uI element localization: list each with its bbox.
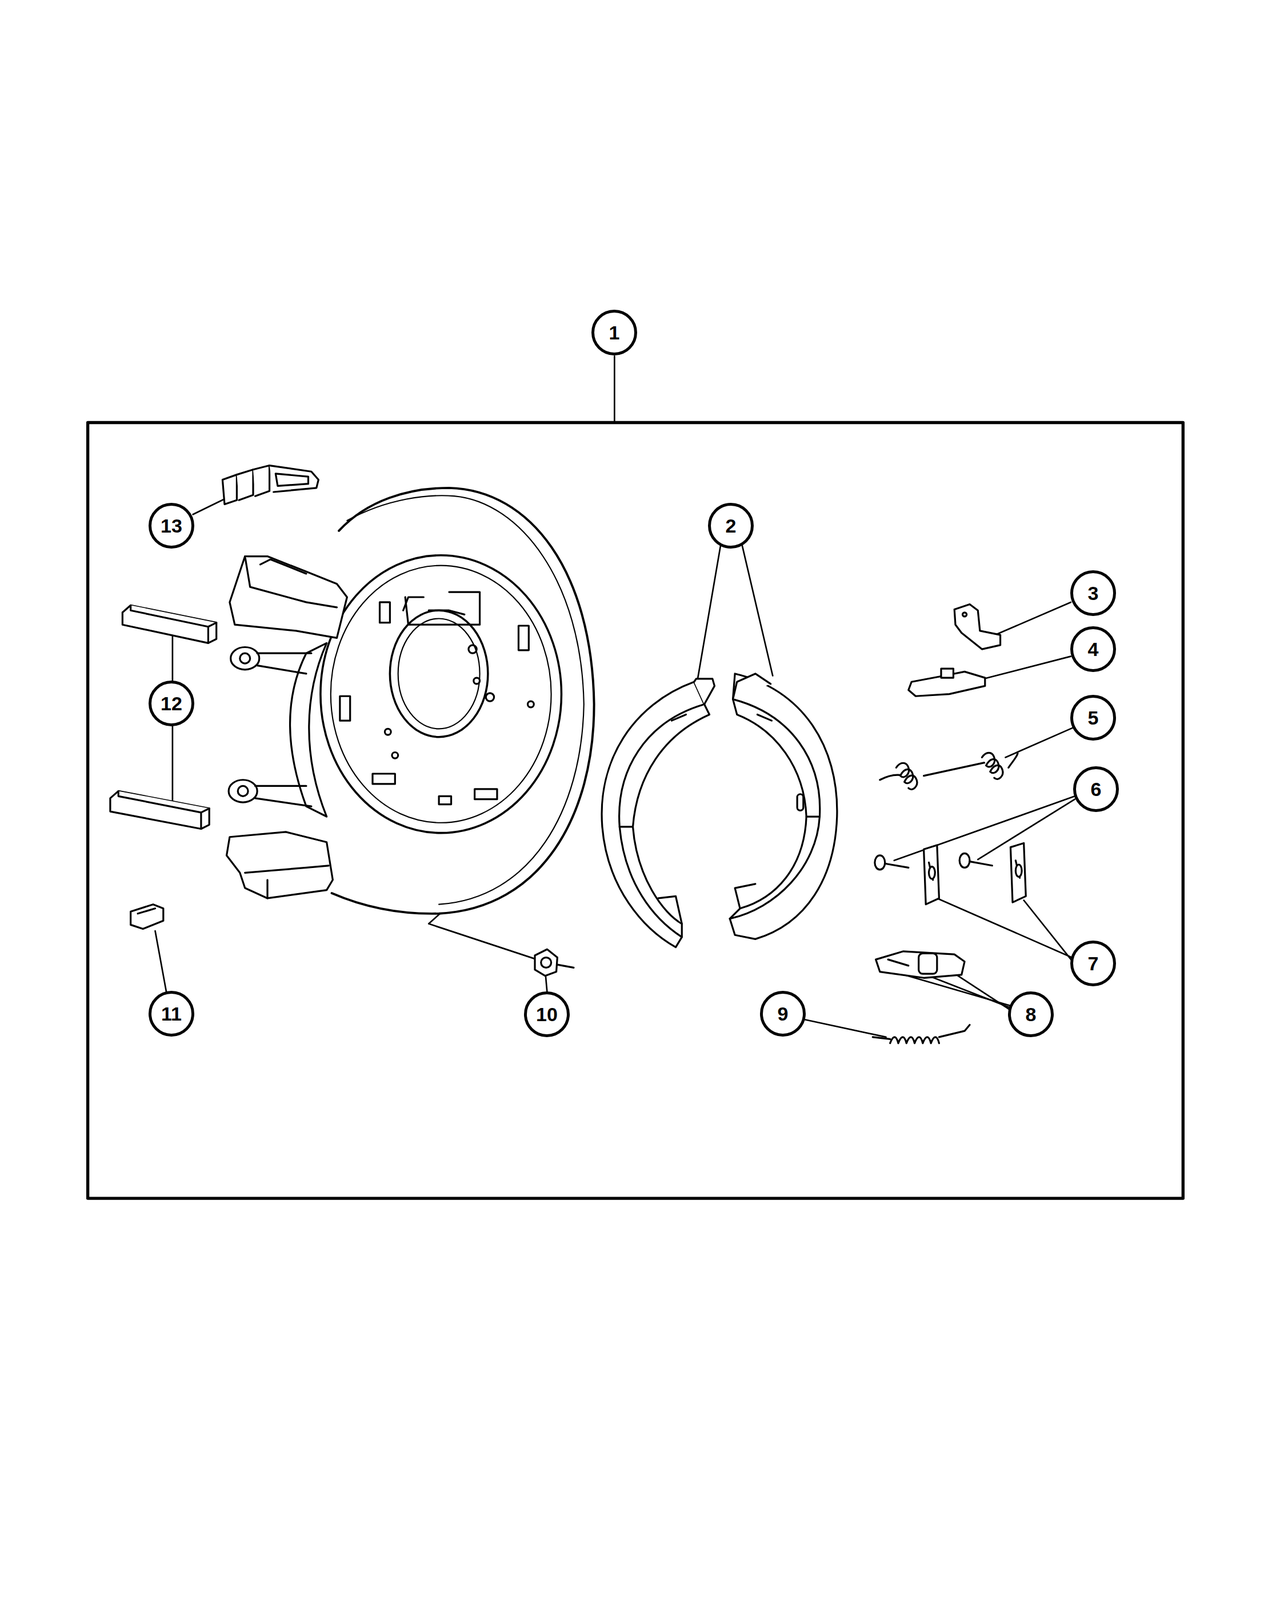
- brake-shoe: [601, 673, 838, 948]
- callout-circle: 11: [148, 990, 195, 1037]
- callout-circle: 12: [148, 680, 195, 727]
- leader-line: [155, 356, 1075, 1037]
- callout-circle: 1: [591, 309, 638, 356]
- anchor-bracket: [226, 556, 348, 899]
- backing-plate: [320, 488, 595, 914]
- callout-circle: 10: [524, 991, 570, 1038]
- brake-hardware: [110, 465, 1026, 1044]
- callout-circle: 4: [1070, 626, 1116, 672]
- callout-number: 2: [725, 516, 737, 536]
- callout-number: 8: [1025, 1004, 1037, 1024]
- callout-circle: 6: [1073, 766, 1119, 812]
- callout-number: 9: [777, 1004, 789, 1024]
- callout-number: 4: [1088, 639, 1099, 659]
- callout-circle: 5: [1070, 694, 1116, 741]
- callout-number: 10: [536, 1004, 558, 1024]
- callout-number: 5: [1088, 708, 1099, 728]
- kit-frame: [88, 422, 1184, 1199]
- callout-number: 6: [1090, 779, 1102, 799]
- callout-circle: 2: [708, 502, 754, 549]
- callout-number: 3: [1088, 583, 1099, 603]
- callout-number: 12: [160, 693, 183, 714]
- callout-number: 1: [609, 322, 620, 343]
- callout-number: 7: [1088, 953, 1099, 974]
- callout-circle: 7: [1070, 940, 1116, 987]
- callout-number: 11: [161, 1004, 182, 1024]
- callout-number: 13: [160, 516, 183, 536]
- callout-circle: 13: [148, 502, 195, 549]
- callout-circle: 8: [1008, 991, 1054, 1038]
- callout-circle: 3: [1070, 570, 1116, 616]
- callout-circle: 9: [760, 990, 806, 1037]
